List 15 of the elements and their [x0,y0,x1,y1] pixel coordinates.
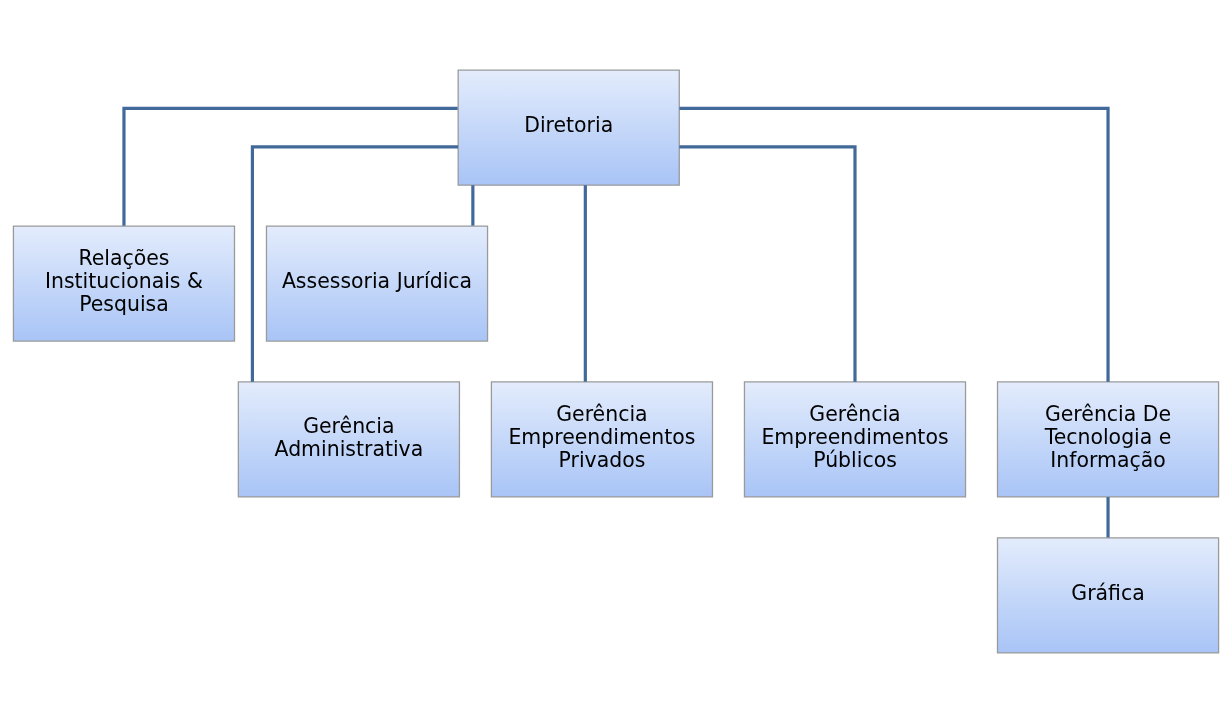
connector [679,144,857,382]
node-box: Gerência Administrativa [237,380,461,498]
node-box: Gerência De Tecnologia e Informação [996,380,1220,498]
node-box: Relações Institucionais & Pesquisa [12,224,236,342]
connector [679,106,1110,382]
node-box: Diretoria [457,68,680,186]
connector [1106,496,1110,537]
node-box: Gerência Empreendimentos Públicos [743,380,967,498]
node-box: Gerência Empreendimentos Privados [490,380,714,498]
node-box: Assessoria Jurídica [265,224,489,342]
connector [250,144,459,382]
connector [583,184,587,382]
connector [122,106,458,226]
node-box: Gráfica [996,536,1220,654]
connector [471,184,475,226]
